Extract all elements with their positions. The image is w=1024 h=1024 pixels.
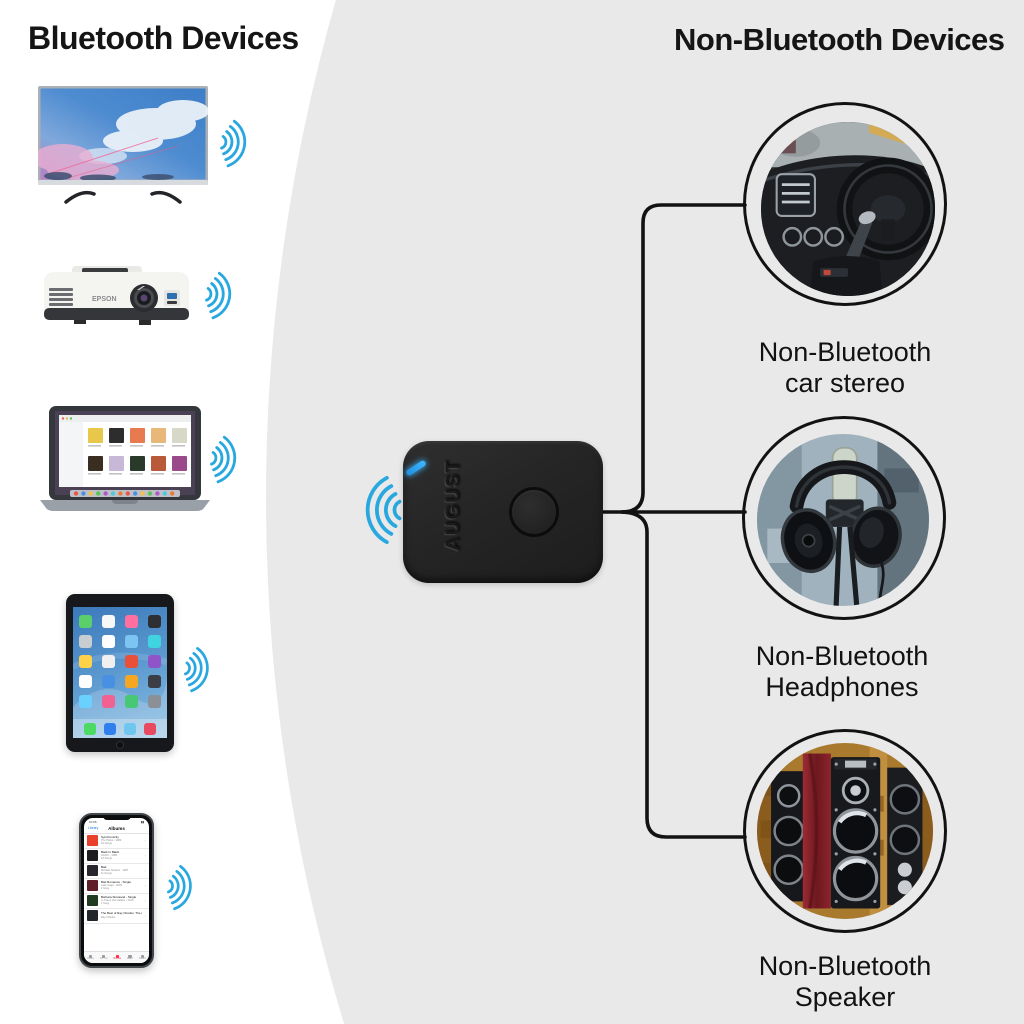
chevron-right-icon: ›	[144, 883, 146, 888]
app-icon	[102, 695, 115, 708]
chevron-right-icon: ›	[144, 868, 146, 873]
adapter-brand-label: AUGUST	[443, 458, 464, 551]
tab-search: Search	[139, 954, 146, 960]
app-icon	[102, 615, 115, 628]
speaker-label: Non-Bluetooth Speaker	[758, 951, 932, 1012]
tab-library: Library	[87, 954, 94, 960]
phone-tab-bar: Library For You Browse Radio Search	[84, 951, 149, 963]
album-art	[87, 895, 98, 906]
phone-status-bar: 10:06▮▮	[89, 819, 144, 824]
macbook-album-grid	[88, 428, 187, 475]
tab-icon	[88, 954, 93, 958]
wireless-signal-icon	[200, 268, 245, 326]
app-icon	[125, 695, 138, 708]
app-icon	[148, 615, 161, 628]
wireless-signal-icon	[163, 861, 206, 917]
wireless-signal-icon	[215, 116, 260, 174]
app-icon	[124, 722, 136, 735]
speaker-photo	[757, 743, 933, 919]
car-stereo-label: Non-Bluetooth car stereo	[758, 337, 932, 398]
tab-for-you: For You	[100, 954, 108, 960]
tab-icon	[140, 954, 145, 958]
app-icon	[148, 695, 161, 708]
album-art	[87, 835, 98, 846]
album-row: The Best of Ray Charles: The Atlantic Ye…	[84, 909, 149, 924]
adapter-button	[509, 487, 559, 537]
album-art	[87, 910, 98, 921]
heading-non-bluetooth-devices: Non-Bluetooth Devices	[674, 22, 1005, 57]
app-icon	[144, 722, 156, 735]
led-indicator	[405, 459, 427, 477]
back-link: Library	[88, 826, 99, 830]
tv-image	[38, 86, 208, 204]
tab-radio: Radio	[127, 954, 133, 960]
app-icon	[125, 615, 138, 628]
heading-bluetooth-devices: Bluetooth Devices	[28, 20, 299, 56]
wireless-signal-icon	[205, 432, 250, 490]
speaker-circle	[743, 729, 947, 933]
app-icon	[125, 675, 138, 688]
car-stereo-circle	[743, 102, 947, 306]
tab-icon	[128, 954, 132, 958]
chevron-right-icon: ›	[144, 913, 146, 918]
tab-browse: Browse	[113, 954, 121, 960]
tab-icon	[115, 954, 119, 958]
app-icon	[148, 675, 161, 688]
app-icon	[148, 655, 161, 668]
car-interior-photo	[761, 122, 935, 296]
chevron-right-icon: ›	[144, 853, 146, 858]
tablet-dock	[73, 719, 167, 738]
phone-notch	[102, 815, 131, 820]
svg-text:EPSON: EPSON	[92, 296, 117, 303]
album-art	[87, 880, 98, 891]
bluetooth-adapter-device: AUGUST	[403, 441, 603, 583]
app-icon	[79, 655, 92, 668]
headphones-photo	[757, 434, 929, 606]
tablet-screen	[73, 607, 167, 738]
tablet-image	[66, 594, 174, 752]
album-art	[87, 850, 98, 861]
chevron-right-icon: ›	[144, 898, 146, 903]
app-icon	[79, 695, 92, 708]
app-icon	[104, 722, 116, 735]
app-icon	[79, 615, 92, 628]
laptop-image	[40, 406, 210, 511]
tablet-app-grid	[79, 615, 161, 708]
app-icon	[79, 675, 92, 688]
tab-icon	[102, 954, 106, 958]
chevron-right-icon: ›	[144, 838, 146, 843]
app-icon	[125, 635, 138, 648]
adapter-wireless-signal-icon	[350, 467, 404, 553]
home-button	[116, 741, 124, 749]
app-icon	[102, 675, 115, 688]
album-art	[87, 865, 98, 876]
headphones-label: Non-Bluetooth Headphones	[755, 641, 929, 702]
app-icon	[84, 722, 96, 735]
app-icon	[102, 635, 115, 648]
app-icon	[79, 635, 92, 648]
wireless-signal-icon	[180, 643, 223, 699]
headphones-circle	[742, 416, 946, 620]
app-icon	[148, 635, 161, 648]
app-icon	[125, 655, 138, 668]
projector-image: EPSON	[44, 266, 189, 325]
app-icon	[102, 655, 115, 668]
phone-albums-header: Library Albums	[84, 824, 149, 834]
